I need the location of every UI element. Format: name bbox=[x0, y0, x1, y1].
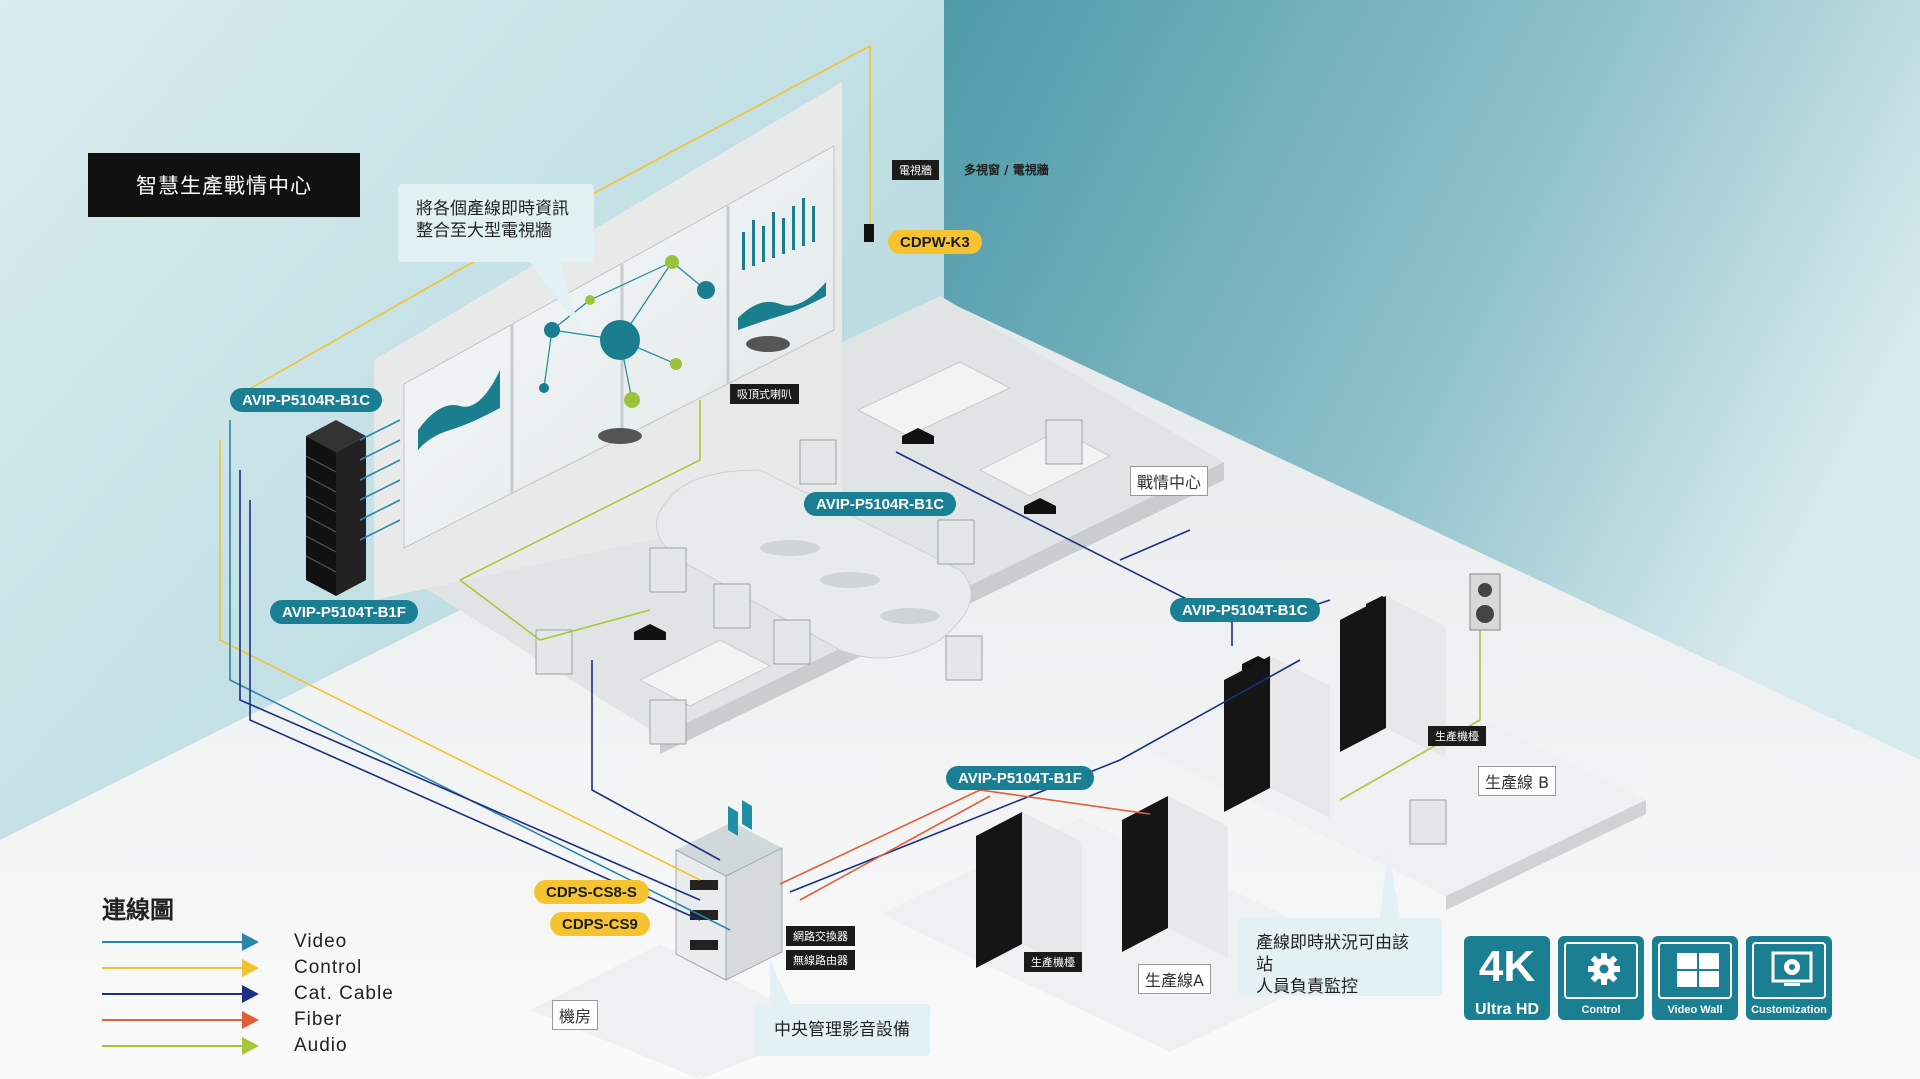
customization-icon bbox=[1771, 951, 1813, 986]
arrow-icon bbox=[242, 933, 259, 951]
tv-wall-tag: 電視牆 bbox=[892, 160, 939, 180]
area-chart-visual bbox=[738, 282, 826, 330]
line-b-label: 生產線 B bbox=[1478, 766, 1557, 796]
line-a-label: 生產線A bbox=[1138, 964, 1211, 994]
transmitter-linea-pill: AVIP-P5104T-B1F bbox=[946, 766, 1094, 790]
legend-line-video bbox=[102, 941, 242, 943]
server-sub-pill: CDPS-CS9 bbox=[550, 912, 650, 936]
legend-label-video: Video bbox=[294, 931, 348, 952]
page-title: 智慧生產戰情中心 bbox=[88, 153, 360, 217]
legend-item-control: Control bbox=[102, 956, 422, 980]
server-room-label: 機房 bbox=[552, 1000, 599, 1030]
server-main-pill: CDPS-CS8-S bbox=[534, 880, 649, 904]
connection-lines bbox=[219, 45, 1481, 931]
feature-video-wall: Video Wall bbox=[1652, 936, 1738, 1020]
legend-item-audio: Audio bbox=[102, 1034, 422, 1058]
legend-item-cat-cable: Cat. Cable bbox=[102, 982, 422, 1006]
4k-icon: 4K bbox=[1478, 942, 1536, 991]
line-monitor-line-2: 人員負責監控 bbox=[1256, 977, 1358, 998]
ceiling-speaker-1 bbox=[598, 428, 642, 444]
feature-customization-label: Customization bbox=[1751, 1004, 1827, 1016]
wall-controller bbox=[864, 224, 874, 242]
wireless-router-tag: 無線路由器 bbox=[786, 950, 855, 970]
machine-a-tag: 生產機檯 bbox=[1024, 952, 1082, 972]
ceiling-speaker-tag: 吸頂式喇叭 bbox=[730, 384, 799, 404]
legend-label-audio: Audio bbox=[294, 1035, 348, 1056]
right-wall-backdrop bbox=[944, 0, 1920, 760]
controller-pill: CDPW-K3 bbox=[888, 230, 982, 254]
wall-info-line-2: 整合至大型電視牆 bbox=[416, 221, 552, 242]
transmitter-lineb-pill: AVIP-P5104T-B1C bbox=[1170, 598, 1320, 622]
receiver-wall-pill: AVIP-P5104R-B1C bbox=[230, 388, 383, 412]
receiver-table-pill: AVIP-P5104R-B1C bbox=[804, 492, 957, 516]
legend-label-cat-cable: Cat. Cable bbox=[294, 983, 394, 1004]
bar-chart-visual bbox=[742, 198, 815, 270]
video-wall-icon bbox=[1677, 953, 1719, 987]
legend-title: 連線圖 bbox=[102, 896, 174, 924]
war-room-label: 戰情中心 bbox=[1130, 466, 1209, 496]
feature-customization: Customization bbox=[1746, 936, 1832, 1020]
wall-info-line-1: 將各個產線即時資訊 bbox=[416, 199, 569, 219]
production-machines-b bbox=[1224, 573, 1501, 818]
legend-line-cat-cable bbox=[102, 993, 242, 995]
rack-receivers bbox=[305, 420, 366, 596]
arrow-icon bbox=[242, 959, 259, 977]
legend-item-video: Video bbox=[102, 930, 422, 954]
legend-line-audio bbox=[102, 1045, 242, 1047]
conference-table bbox=[655, 469, 972, 659]
production-machines-a bbox=[976, 796, 1228, 974]
legend-label-fiber: Fiber bbox=[294, 1009, 343, 1030]
tv-wall-desc: 多視窗 / 電視牆 bbox=[964, 163, 1049, 177]
arrow-icon bbox=[242, 1037, 259, 1055]
legend-line-fiber bbox=[102, 1019, 242, 1021]
wall-info-callout: 將各個產線即時資訊 整合至大型電視牆 bbox=[398, 184, 594, 262]
line-monitor-line-1: 產線即時狀況可由該站 bbox=[1256, 933, 1409, 976]
chairs bbox=[535, 419, 1447, 845]
arrow-icon bbox=[242, 985, 259, 1003]
arrow-icon bbox=[242, 1011, 259, 1029]
gear-icon bbox=[1588, 953, 1620, 985]
feature-4k-label: Ultra HD bbox=[1474, 1001, 1539, 1018]
legend-line-control bbox=[102, 967, 242, 969]
legend-item-fiber: Fiber bbox=[102, 1008, 422, 1032]
feature-video-wall-label: Video Wall bbox=[1667, 1004, 1723, 1016]
network-switch-tag: 網路交換器 bbox=[786, 926, 855, 946]
legend-label-control: Control bbox=[294, 957, 363, 978]
feature-control: Control bbox=[1558, 936, 1644, 1020]
machine-b-tag: 生產機檯 bbox=[1428, 726, 1486, 746]
transmitter-war-pill: AVIP-P5104T-B1F bbox=[270, 600, 418, 624]
feature-control-label: Control bbox=[1581, 1004, 1621, 1016]
central-av-callout: 中央管理影音設備 bbox=[754, 1004, 930, 1056]
ceiling-speaker-2 bbox=[746, 336, 790, 352]
feature-4k: 4K Ultra HD bbox=[1464, 936, 1550, 1020]
line-monitor-callout: 產線即時狀況可由該站 人員負責監控 bbox=[1238, 918, 1442, 998]
